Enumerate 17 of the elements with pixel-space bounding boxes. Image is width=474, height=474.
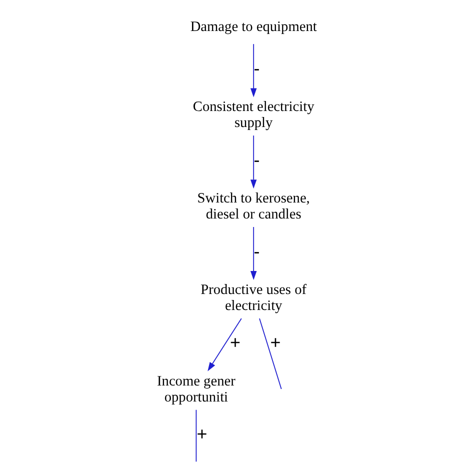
edge-label: - [254, 241, 260, 262]
node-text: Damage to equipment [190, 19, 317, 36]
arrow [250, 44, 257, 98]
arrow [250, 226, 257, 280]
connector [196, 409, 197, 462]
node-text: Income gener opportuniti [157, 373, 236, 406]
edge-label: + [230, 332, 240, 353]
connector [259, 318, 282, 390]
edge-label: - [254, 58, 260, 78]
arrow [208, 318, 242, 372]
edge-label: - [254, 150, 260, 170]
node-text: Switch to kerosene, diesel or candles [197, 190, 310, 223]
arrow [250, 135, 257, 189]
node-text: Productive uses of electricity [200, 282, 307, 314]
edge-label: + [196, 424, 208, 444]
node-text: Consistent electricity supply [192, 98, 314, 132]
edge-label: + [270, 332, 281, 353]
